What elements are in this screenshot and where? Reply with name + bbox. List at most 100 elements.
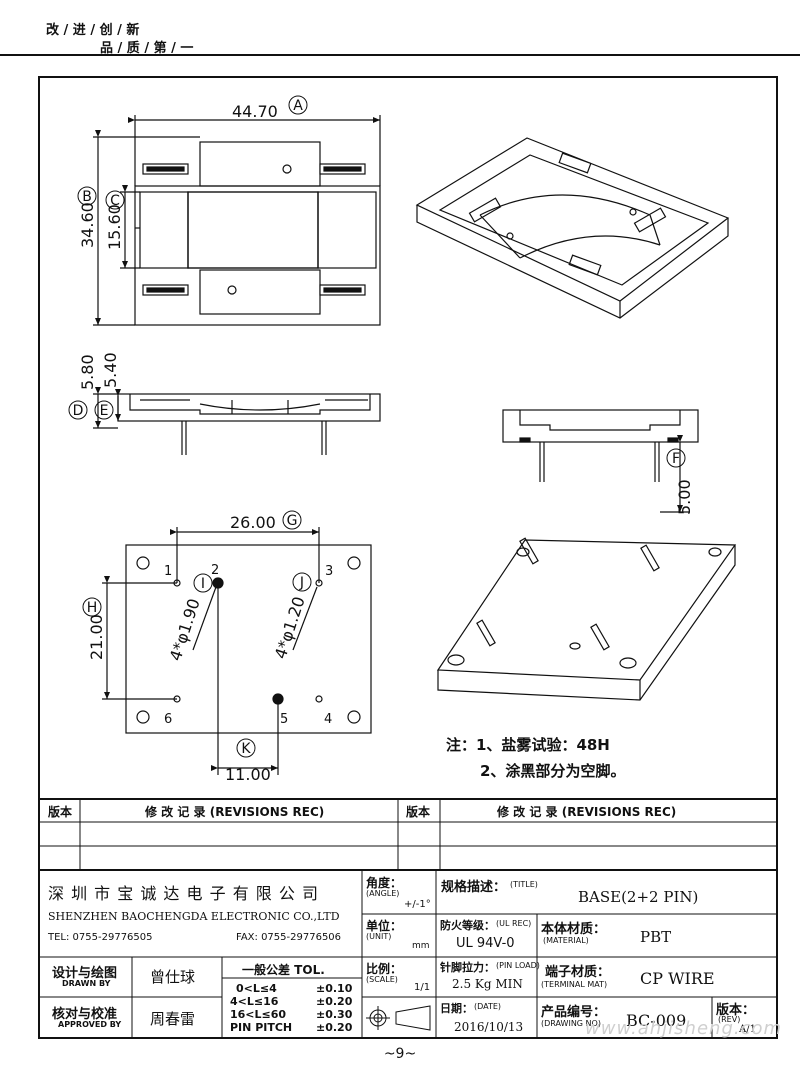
company-fax: FAX: 0755-29776506 xyxy=(236,932,342,943)
drawno-en: (DRAWING NO) xyxy=(541,1019,601,1028)
svg-text:K: K xyxy=(241,741,251,757)
svg-text:G: G xyxy=(287,513,298,529)
material-en: (MATERIAL) xyxy=(543,936,589,945)
material-label: 本体材质： xyxy=(541,922,607,937)
pin-2: 2 xyxy=(211,563,219,578)
approved-by: 周春雷 xyxy=(150,1010,196,1028)
svg-text:B: B xyxy=(82,189,92,205)
rev-col-ver-2: 版本 xyxy=(406,805,431,819)
rev-en: (REV) xyxy=(718,1015,741,1024)
rev-value: A/1 xyxy=(739,1024,756,1035)
pinload-value: 2.5 Kg MIN xyxy=(452,977,523,991)
isometric-top-view xyxy=(415,137,730,319)
callout-i: I xyxy=(193,573,213,593)
title-value: BASE(2+2 PIN) xyxy=(578,888,699,906)
svg-text:D: D xyxy=(73,403,84,419)
slogan-line-1: 改 / 进 / 创 / 新 xyxy=(46,23,140,38)
rev-col-rec-1: 修 改 记 录 (REVISIONS REC) xyxy=(145,805,325,819)
callout-k: K xyxy=(236,738,256,758)
dim-height: 34.60 xyxy=(78,202,97,248)
page-number: ~9~ xyxy=(383,1046,417,1062)
company-name-en: SHENZHEN BAOCHENGDA ELECTRONIC CO.,LTD xyxy=(48,910,340,923)
tol-range-2: 16<L≤60 xyxy=(230,1008,287,1021)
note-2: 2、涂黑部分为空脚。 xyxy=(480,762,625,780)
header-rule xyxy=(0,54,800,56)
date-label: 日期： xyxy=(440,1002,473,1015)
dim-k: 11.00 xyxy=(225,765,271,784)
dim-f: 5.00 xyxy=(675,479,694,515)
approved-label: 核对与校准 xyxy=(52,1007,118,1022)
drawing-sheet: 44.70 34.60 15.60 5.80 5.40 5.00 26.00 2… xyxy=(68,95,737,784)
scale-en: (SCALE) xyxy=(366,975,398,984)
callout-b: B xyxy=(77,186,97,206)
svg-text:F: F xyxy=(672,451,680,467)
svg-text:I: I xyxy=(201,576,205,592)
front-view xyxy=(93,387,381,455)
company-name-cn: 深 圳 市 宝 诚 达 电 子 有 限 公 司 xyxy=(48,884,319,903)
bottom-view xyxy=(102,527,372,775)
callout-j: J xyxy=(292,572,312,592)
svg-text:J: J xyxy=(299,575,304,591)
side-view xyxy=(502,409,699,513)
pinload-label: 针脚拉力： xyxy=(440,961,495,974)
drawno-label: 产品编号： xyxy=(541,1005,607,1020)
approved-en: APPROVED BY xyxy=(58,1020,122,1029)
tolerance-title: 一般公差 TOL. xyxy=(242,963,325,977)
drawno-value: BC-009 xyxy=(626,1011,687,1030)
unit-value: mm xyxy=(412,941,430,951)
terminal-label: 端子材质： xyxy=(545,965,611,980)
dim-e: 5.40 xyxy=(101,352,120,388)
tol-value-2: ±0.30 xyxy=(316,1008,353,1021)
callout-a: A xyxy=(288,95,308,115)
tol-range-3: PIN PITCH xyxy=(230,1021,293,1034)
top-view xyxy=(93,115,381,326)
terminal-en: (TERMINAL MAT) xyxy=(541,980,608,989)
watermark: www.ahjisheng.com xyxy=(585,1018,783,1039)
dim-d: 5.80 xyxy=(78,354,97,390)
rev-col-rec-2: 修 改 记 录 (REVISIONS REC) xyxy=(497,805,677,819)
pin-4: 4 xyxy=(324,712,332,727)
pinload-en: (PIN LOAD) xyxy=(496,961,540,970)
callout-g: G xyxy=(282,510,302,530)
unit-en: (UNIT) xyxy=(366,932,392,941)
angle-en: (ANGLE) xyxy=(366,889,400,898)
unit-label: 单位： xyxy=(366,919,403,933)
drawn-en: DRAWN BY xyxy=(62,979,111,988)
scale-label: 比例： xyxy=(366,962,403,976)
slogan-line-2: 品 / 质 / 第 / 一 xyxy=(100,41,194,56)
ul-en: (UL REC) xyxy=(496,919,532,928)
dim-h: 21.00 xyxy=(87,614,106,660)
tol-value-3: ±0.20 xyxy=(316,1021,353,1034)
callout-d: D xyxy=(68,400,88,420)
pin-3: 3 xyxy=(325,564,333,579)
dim-inner: 15.60 xyxy=(105,204,124,250)
ul-label: 防火等级： xyxy=(440,919,495,932)
tol-range-1: 4<L≤16 xyxy=(230,995,279,1008)
svg-text:A: A xyxy=(293,98,303,114)
isometric-bottom-view xyxy=(436,537,737,701)
callout-f: F xyxy=(666,448,686,468)
drawn-label: 设计与绘图 xyxy=(52,966,118,981)
terminal-value: CP WIRE xyxy=(640,969,715,988)
dim-width: 44.70 xyxy=(232,102,278,121)
callout-h: H xyxy=(82,597,102,617)
title-label: 规格描述： xyxy=(441,880,507,895)
svg-text:C: C xyxy=(110,193,120,209)
tol-range-0: 0<L≤4 xyxy=(236,982,277,995)
angle-value: +/-1° xyxy=(404,899,431,910)
dim-g: 26.00 xyxy=(230,513,276,532)
date-en: (DATE) xyxy=(474,1002,502,1011)
pin-5: 5 xyxy=(280,712,288,727)
callout-c: C xyxy=(105,190,125,210)
title-en: (TITLE) xyxy=(510,880,538,889)
material-value: PBT xyxy=(640,928,672,946)
note-1: 注：1、盐雾试验：48H xyxy=(446,736,610,754)
tol-value-1: ±0.20 xyxy=(316,995,353,1008)
pin-6: 6 xyxy=(164,712,172,727)
callout-e: E xyxy=(94,400,114,420)
ul-value: UL 94V-0 xyxy=(456,936,515,951)
svg-text:H: H xyxy=(87,600,98,616)
company-tel: TEL: 0755-29776505 xyxy=(48,932,153,943)
tol-value-0: ±0.10 xyxy=(316,982,353,995)
